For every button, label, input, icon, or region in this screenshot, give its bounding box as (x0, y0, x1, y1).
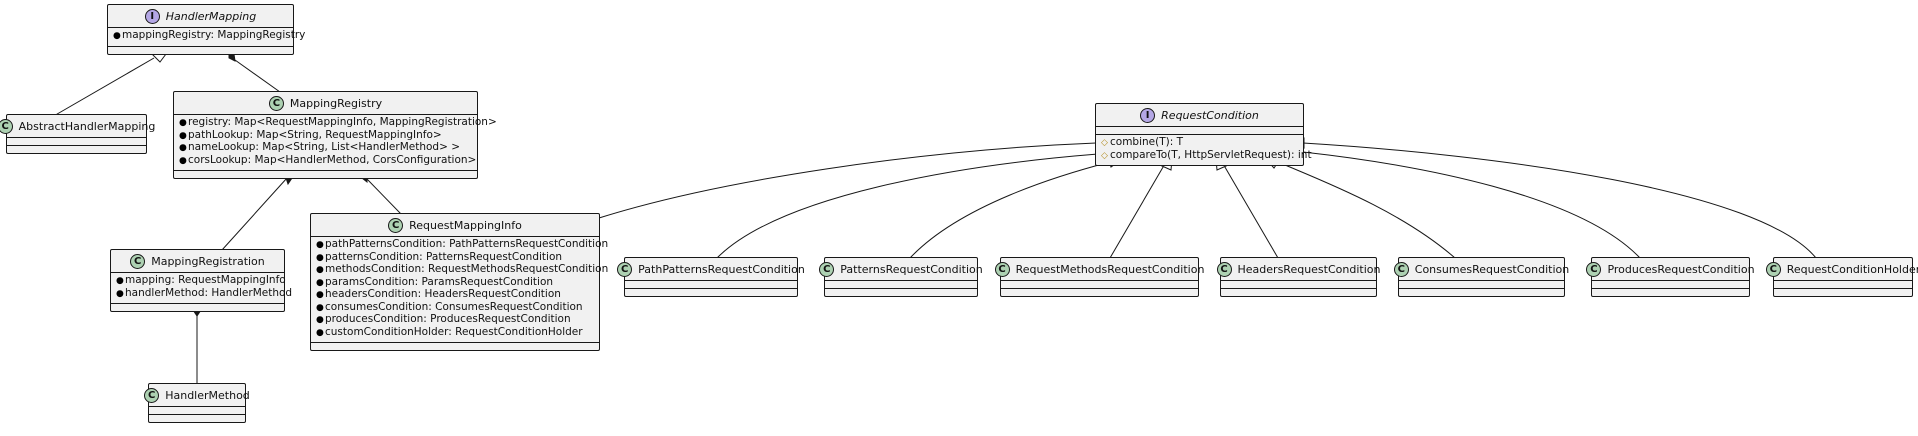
class-requestconditionholder[interactable]: C RequestConditionHolder (1765, 257, 1918, 297)
edge-consumes-requestcondition (1277, 161, 1456, 259)
public-dot-icon: ● (316, 290, 324, 300)
field-row: ●producesCondition: ProducesRequestCondi… (316, 313, 571, 325)
edge-produces-requestcondition (1302, 151, 1641, 259)
field-row: ●patternsCondition: PatternsRequestCondi… (316, 250, 563, 263)
field-row: ●mapping: RequestMappingInfo (116, 274, 286, 286)
public-dot-icon: ● (116, 276, 124, 286)
public-dot-icon: ● (179, 143, 187, 153)
class-badge-icon: C (1765, 261, 1781, 277)
field-row: ●corsLookup: Map<HandlerMethod, CorsConf… (179, 153, 477, 166)
public-dot-icon: ● (113, 31, 121, 41)
field-row: ●consumesCondition: ConsumesRequestCondi… (316, 300, 583, 313)
class-consumesrequestcondition[interactable]: C ConsumesRequestCondition (1393, 257, 1569, 297)
class-badge-icon: C (388, 217, 404, 233)
edge-requestmethods-requestcondition (1109, 161, 1167, 259)
class-handlermapping[interactable]: I HandlerMapping ●mappingRegistry: Mappin… (107, 4, 306, 55)
public-dot-icon: ● (116, 288, 124, 299)
class-requestcondition[interactable]: I RequestCondition ◇combine(T): T ◇compar… (1095, 103, 1312, 166)
class-name: MappingRegistry (289, 96, 383, 110)
interface-badge-icon: I (144, 8, 160, 24)
class-abstracthandlermapping[interactable]: C AbstractHandlerMapping (0, 114, 155, 154)
field-row: ●registry: Map<RequestMappingInfo, Mappi… (179, 116, 497, 128)
class-badge-icon: C (130, 253, 146, 269)
class-badge-icon: C (1216, 261, 1232, 277)
class-name: HeadersRequestCondition (1237, 262, 1381, 276)
field-row: ●pathLookup: Map<String, RequestMappingI… (179, 128, 442, 141)
class-badge-icon: C (144, 387, 160, 403)
public-dot-icon: ● (179, 130, 187, 141)
public-dot-icon: ● (179, 118, 187, 128)
interface-badge-icon: I (1140, 107, 1156, 123)
class-name: RequestMethodsRequestCondition (1015, 262, 1205, 276)
field-row: ●customConditionHolder: RequestCondition… (316, 325, 583, 338)
class-badge-icon: C (617, 261, 633, 277)
edge-mappingregistry-mappingregistration (221, 177, 288, 251)
class-patternsrequestcondition[interactable]: C PatternsRequestCondition (819, 257, 983, 297)
class-name: ProducesRequestCondition (1607, 262, 1755, 276)
class-name: ConsumesRequestCondition (1414, 262, 1570, 276)
public-dot-icon: ● (316, 252, 324, 263)
field-row: ●pathPatternsCondition: PathPatternsRequ… (316, 238, 609, 250)
class-mappingregistration[interactable]: C MappingRegistration ●mapping: RequestMa… (110, 249, 293, 312)
method-row: ◇compareTo(T, HttpServletRequest): int (1101, 148, 1312, 161)
class-badge-icon: C (1393, 261, 1409, 277)
class-badge-icon: C (819, 261, 835, 277)
public-dot-icon: ● (179, 155, 187, 166)
edge-handlermapping-mappingregistry (234, 59, 281, 93)
class-name: PathPatternsRequestCondition (638, 262, 805, 276)
class-name: RequestCondition (1161, 108, 1259, 122)
class-requestmethodsrequestcondition[interactable]: C RequestMethodsRequestCondition (994, 257, 1204, 297)
class-badge-icon: C (0, 118, 13, 134)
edge-mappingregistry-requestmappinginfo (365, 177, 402, 215)
public-dot-icon: ● (316, 277, 324, 288)
class-badge-icon: C (268, 95, 284, 111)
class-name: RequestMappingInfo (409, 218, 522, 232)
edge-requestconditionholder-requestcondition (1302, 142, 1817, 259)
field-row: ●mappingRegistry: MappingRegistry (113, 29, 306, 41)
class-headersrequestcondition[interactable]: C HeadersRequestCondition (1216, 257, 1380, 297)
edge-pathpatterns-requestcondition (716, 153, 1099, 259)
public-dot-icon: ● (316, 327, 324, 338)
class-pathpatternsrequestcondition[interactable]: C PathPatternsRequestCondition (617, 257, 805, 297)
field-row: ●handlerMethod: HandlerMethod (116, 286, 293, 299)
field-row: ●paramsCondition: ParamsRequestCondition (316, 275, 554, 288)
class-name: HandlerMethod (165, 388, 250, 402)
protected-diamond-icon: ◇ (1101, 138, 1108, 148)
public-dot-icon: ● (316, 265, 324, 275)
class-requestmappinginfo[interactable]: C RequestMappingInfo ●pathPatternsConditi… (310, 213, 609, 351)
method-row: ◇combine(T): T (1101, 136, 1184, 148)
class-badge-icon: C (994, 261, 1010, 277)
public-dot-icon: ● (316, 240, 324, 250)
protected-diamond-icon: ◇ (1101, 150, 1108, 161)
class-mappingregistry[interactable]: C MappingRegistry ●registry: Map<RequestM… (173, 91, 497, 179)
class-name: AbstractHandlerMapping (18, 119, 156, 133)
class-badge-icon: C (1586, 261, 1602, 277)
class-producesrequestcondition[interactable]: C ProducesRequestCondition (1586, 257, 1755, 297)
edge-headers-requestcondition (1221, 161, 1279, 259)
edge-patterns-requestcondition (909, 161, 1111, 259)
class-handlermethod[interactable]: C HandlerMethod (144, 383, 250, 423)
public-dot-icon: ● (316, 302, 324, 313)
edge-abstracthandlermapping-handlermapping (51, 57, 155, 118)
field-row: ●methodsCondition: RequestMethodsRequest… (316, 263, 609, 275)
public-dot-icon: ● (316, 315, 324, 325)
class-name: RequestConditionHolder (1786, 262, 1918, 276)
class-name: PatternsRequestCondition (840, 262, 983, 276)
field-row: ●nameLookup: Map<String, List<HandlerMet… (179, 141, 461, 153)
field-row: ●headersCondition: HeadersRequestConditi… (316, 288, 561, 300)
edge-requestmappinginfo-requestcondition (598, 142, 1097, 219)
class-name: HandlerMapping (165, 9, 257, 23)
class-name: MappingRegistration (151, 254, 265, 268)
